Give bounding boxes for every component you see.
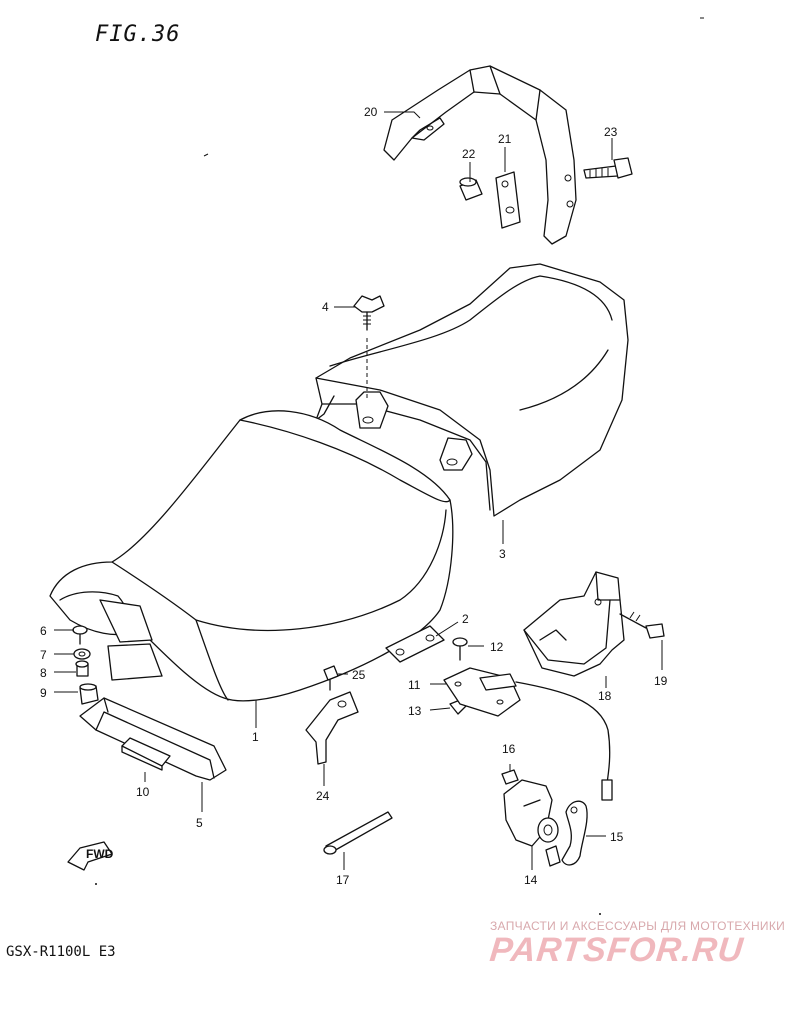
part-17-cable-tie [323, 811, 393, 855]
part-5-bracket [79, 697, 227, 781]
callout-25: 25 [352, 668, 366, 682]
part-18-holder [523, 571, 625, 677]
callout-1: 1 [252, 730, 259, 744]
part-20-grab-handle [383, 65, 577, 245]
scan-specks [95, 17, 704, 915]
model-label: GSX-R1100L E3 [6, 944, 116, 960]
callout-17: 17 [336, 873, 350, 887]
fwd-label: FWD [86, 847, 114, 861]
callout-20: 20 [364, 105, 378, 119]
callout-12: 12 [490, 640, 504, 654]
part-1-front-seat [49, 410, 454, 702]
callout-15: 15 [610, 830, 624, 844]
callout-10: 10 [136, 785, 150, 799]
callout-9: 9 [40, 686, 47, 700]
part-3-rear-seat [315, 263, 629, 517]
callout-18: 18 [598, 689, 612, 703]
part-16-bolt [501, 769, 519, 785]
callout-8: 8 [40, 666, 47, 680]
part-14-lock-cylinder [503, 779, 561, 867]
part-23-bolt [583, 157, 633, 179]
callout-labels: 20 21 22 23 4 3 1 2 6 7 8 9 5 10 25 24 1… [40, 105, 668, 887]
fwd-arrow: FWD [67, 841, 114, 871]
callout-3: 3 [499, 547, 506, 561]
callout-16: 16 [502, 742, 516, 756]
callout-19: 19 [654, 674, 668, 688]
part-4-thumb-screw [353, 295, 385, 400]
part-25-bolt [323, 665, 339, 691]
part-15-cam [561, 800, 588, 866]
callout-21: 21 [498, 132, 512, 146]
part-12-screw [452, 637, 468, 661]
callout-13: 13 [408, 704, 422, 718]
part-6-screw [72, 625, 88, 645]
part-10-pad [121, 737, 171, 771]
watermark-brand: PARTSFOR.RU [488, 931, 746, 969]
part-19-screw [619, 611, 665, 639]
callout-23: 23 [604, 125, 618, 139]
part-24-hook-bracket [305, 691, 359, 765]
part-22-spacer [459, 177, 483, 201]
figure-title: FIG.36 [95, 22, 181, 47]
callout-22: 22 [462, 147, 476, 161]
part-21-plate [495, 171, 521, 229]
callout-4: 4 [322, 300, 329, 314]
callout-24: 24 [316, 789, 330, 803]
callout-6: 6 [40, 624, 47, 638]
watermark-tagline: ЗАПЧАСТИ И АКСЕССУАРЫ ДЛЯ МОТОТЕХНИКИ [490, 919, 786, 933]
leader-lines [54, 111, 663, 870]
callout-14: 14 [524, 873, 538, 887]
callout-2: 2 [462, 612, 469, 626]
part-11-seat-lock [443, 667, 613, 801]
part-8-spacer [75, 660, 89, 677]
callout-7: 7 [40, 648, 47, 662]
part-2-plate [385, 625, 445, 663]
part-9-cushion [79, 683, 99, 705]
callout-11: 11 [408, 678, 421, 692]
part-7-washer [73, 648, 91, 660]
callout-5: 5 [196, 816, 203, 830]
